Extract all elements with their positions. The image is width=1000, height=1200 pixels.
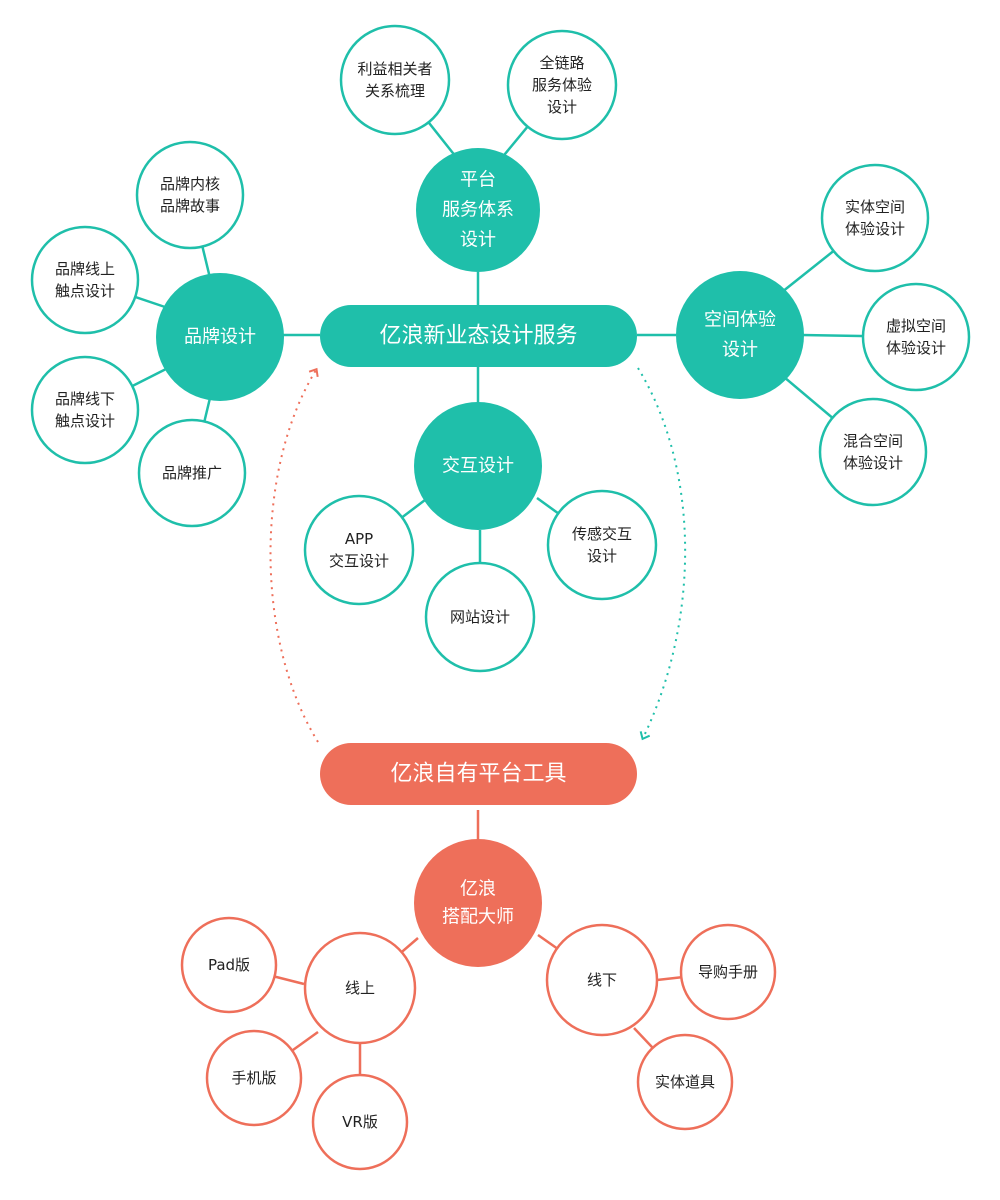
offline-child-node-circle (636, 1033, 734, 1131)
brand-hub: 品牌设计 (156, 273, 284, 401)
interaction-child-node-circle (424, 561, 536, 673)
node-label-line: 手机版 (231, 1069, 276, 1087)
node-label-line: VR版 (342, 1113, 378, 1131)
online-child-node-circle (180, 916, 278, 1014)
center-pill-shape (320, 305, 637, 367)
node-label-line: 交互设计 (329, 552, 389, 570)
node-label-line: Pad版 (208, 956, 250, 974)
node-label-line: 设计 (587, 547, 617, 565)
node-label-line: 体验设计 (886, 339, 946, 357)
space-child-node-circle (818, 397, 928, 507)
offline-branch-node: 线下 (545, 923, 659, 1037)
node-label-line: 品牌故事 (160, 197, 220, 215)
center-pill-label: 亿浪新业态设计服务 (379, 324, 577, 349)
brand-child-node-circle (30, 355, 140, 465)
online-child-node: VR版 (311, 1073, 409, 1171)
node-label-line: 体验设计 (843, 454, 903, 472)
node-label-line: 品牌推广 (162, 464, 222, 482)
node-label-line: 全链路 (539, 54, 584, 72)
space-hub-circle (676, 271, 804, 399)
node-label-line: 品牌设计 (184, 327, 256, 348)
node-label-line: 亿浪 (460, 879, 496, 900)
interaction-child-node-circle (303, 494, 415, 606)
node-label-line: 线上 (345, 979, 375, 997)
tools-pill-shape (320, 743, 637, 805)
node-label-line: 网站设计 (450, 608, 510, 626)
online-child-node-circle (205, 1029, 303, 1127)
dotted-arrow-coral (269, 367, 319, 743)
online-child-node-circle (311, 1073, 409, 1171)
node-label-line: 关系梳理 (365, 82, 425, 100)
brand-child-node-circle (30, 225, 140, 335)
platform-child-node-circle (339, 24, 451, 136)
brand-child-node-circle (135, 140, 245, 250)
matcher-hub-circle (414, 839, 542, 967)
node-label-line: 搭配大师 (442, 907, 514, 928)
cycle-arrows (269, 367, 687, 743)
tools-pill: 亿浪自有平台工具 (320, 743, 637, 805)
interaction-child-node: 网站设计 (424, 561, 536, 673)
node-label-line: 线下 (587, 971, 617, 989)
interaction-hub: 交互设计 (414, 402, 542, 530)
node-label-line: 导购手册 (698, 963, 758, 981)
brand-hub-circle (156, 273, 284, 401)
interaction-child-node: APP 交互设计 (303, 494, 415, 606)
online-branch-node-circle (303, 931, 417, 1045)
brand-child-node: 品牌推广 (137, 418, 247, 528)
node-label-line: 混合空间 (843, 432, 903, 450)
node-label-line: 实体道具 (655, 1073, 715, 1091)
online-branch-node: 线上 (303, 931, 417, 1045)
node-label-line: 利益相关者 (357, 60, 432, 78)
node-label-line: 交互设计 (442, 456, 514, 477)
node-label-line: 设计 (722, 340, 758, 361)
platform-child-node-circle (506, 29, 618, 141)
offline-child-node: 导购手册 (679, 923, 777, 1021)
tools-pill-label: 亿浪自有平台工具 (390, 762, 566, 787)
node-label-line: 设计 (460, 230, 496, 251)
node-label-line: 触点设计 (55, 412, 115, 430)
platform-hub-circle (416, 148, 540, 272)
node-label-line: 传感交互 (572, 525, 632, 543)
node-label-line: 服务体系 (442, 200, 514, 221)
node-label-line: APP (345, 530, 373, 548)
node-label-line: 品牌线上 (55, 260, 115, 278)
node-label-line: 设计 (547, 98, 577, 116)
space-child-node-circle (820, 163, 930, 273)
center-pill: 亿浪新业态设计服务 (320, 305, 637, 367)
node-label-line: 平台 (460, 170, 496, 191)
node-label-line: 虚拟空间 (886, 317, 946, 335)
node-label-line: 服务体验 (532, 76, 592, 94)
node-label-line: 品牌内核 (160, 175, 220, 193)
node-label-line: 空间体验 (704, 310, 776, 331)
offline-branch-node-circle (545, 923, 659, 1037)
offline-child-node: 实体道具 (636, 1033, 734, 1131)
brand-child-node-circle (137, 418, 247, 528)
node-label-line: 体验设计 (845, 220, 905, 238)
online-child-node: Pad版 (180, 916, 278, 1014)
node-label-line: 触点设计 (55, 282, 115, 300)
offline-child-node-circle (679, 923, 777, 1021)
interaction-hub-circle (414, 402, 542, 530)
space-child-node-circle (861, 282, 971, 392)
node-label-line: 实体空间 (845, 198, 905, 216)
node-label-line: 品牌线下 (55, 390, 115, 408)
interaction-child-node-circle (546, 489, 658, 601)
online-child-node: 手机版 (205, 1029, 303, 1127)
